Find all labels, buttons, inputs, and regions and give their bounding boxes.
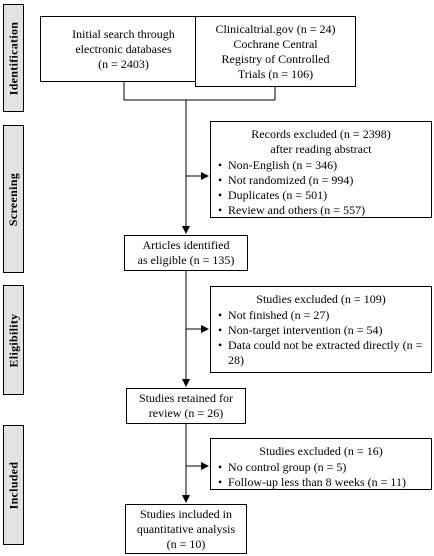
initial-search-line-3: (n = 2403) xyxy=(98,56,149,71)
eligible-box: Articles identified as eligible (n = 135… xyxy=(124,235,248,271)
registries-box: Clinicaltrial.gov (n = 24) Cochrane Cent… xyxy=(195,16,356,87)
screening-exclusion-list: Non-English (n = 346) Not randomized (n … xyxy=(217,158,425,218)
registries-line-1: Clinicaltrial.gov (n = 24) xyxy=(215,21,336,36)
final-line-3: (n = 10) xyxy=(166,536,206,551)
eligible-line-2: as eligible (n = 135) xyxy=(137,253,235,267)
eligibility-exclusion-list: Not finished (n = 27) Non-target interve… xyxy=(217,308,425,368)
initial-search-line-2: electronic databases xyxy=(75,41,172,56)
stage-identification: Identification xyxy=(3,4,24,112)
list-item: Review and others (n = 557) xyxy=(217,203,425,218)
eligibility-exclusion-box: Studies excluded (n = 109) Not finished … xyxy=(210,286,432,373)
list-item: Not randomized (n = 994) xyxy=(217,173,425,188)
list-item: Non-English (n = 346) xyxy=(217,158,425,173)
registries-line-2: Cochrane Central xyxy=(233,36,318,51)
list-item: Data could not be extracted directly (n … xyxy=(217,338,425,368)
retained-box: Studies retained for review (n = 26) xyxy=(126,388,246,424)
screening-exclusion-title-1: Records excluded (n = 2398) xyxy=(251,127,391,141)
registries-line-3: Registry of Controlled xyxy=(221,51,330,66)
list-item: Follow-up less than 8 weeks (n = 11) xyxy=(217,475,425,490)
final-line-1: Studies included in xyxy=(140,506,232,521)
list-item: Not finished (n = 27) xyxy=(217,308,425,323)
registries-line-4: Trials (n = 106) xyxy=(237,66,314,81)
included-exclusion-title: Studies excluded (n = 16) xyxy=(259,444,383,458)
eligible-line-1: Articles identified xyxy=(142,238,230,252)
final-line-2: quantitative analysis xyxy=(136,521,236,536)
initial-search-line-1: Initial search through xyxy=(72,26,175,41)
final-box: Studies included in quantitative analysi… xyxy=(125,504,247,554)
stage-screening: Screening xyxy=(3,125,24,273)
screening-exclusion-title-2: after reading abstract xyxy=(270,142,372,156)
initial-search-box: Initial search through electronic databa… xyxy=(40,16,207,82)
eligibility-exclusion-title: Studies excluded (n = 109) xyxy=(256,292,386,306)
list-item: Non-target intervention (n = 54) xyxy=(217,323,425,338)
retained-line-2: review (n = 26) xyxy=(148,406,224,420)
list-item: No control group (n = 5) xyxy=(217,460,425,475)
stage-eligibility: Eligibility xyxy=(3,285,24,395)
list-item: Duplicates (n = 501) xyxy=(217,188,425,203)
retained-line-1: Studies retained for xyxy=(139,391,233,405)
included-exclusion-list: No control group (n = 5) Follow-up less … xyxy=(217,460,425,490)
screening-exclusion-box: Records excluded (n = 2398) after readin… xyxy=(210,121,432,218)
included-exclusion-box: Studies excluded (n = 16) No control gro… xyxy=(210,438,432,490)
stage-included: Included xyxy=(3,425,24,545)
